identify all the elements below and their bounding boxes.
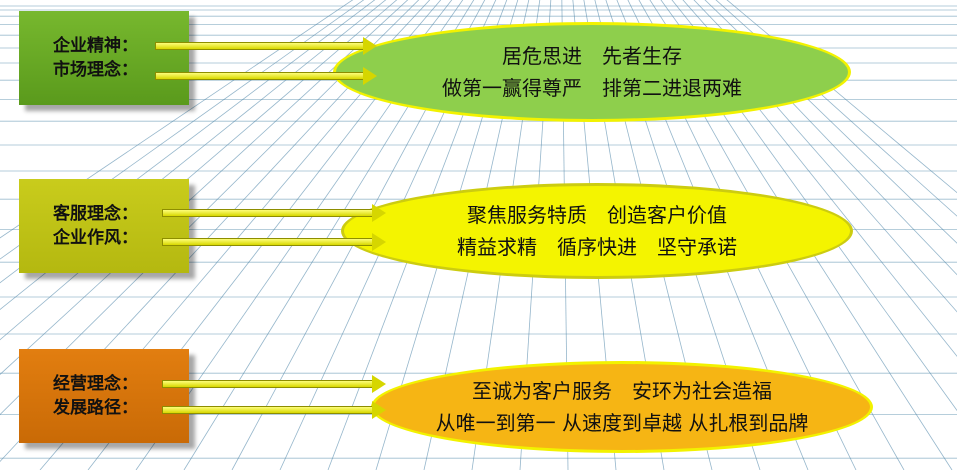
arrow-development-path xyxy=(162,401,386,419)
grid-line xyxy=(0,0,387,310)
grid-line xyxy=(0,0,409,376)
grid-line xyxy=(231,0,486,470)
grid-line xyxy=(660,0,957,412)
grid-line xyxy=(135,0,464,470)
text-business-concept: 至诚为客户服务 安环为社会造福 xyxy=(472,379,772,403)
text-enterprise-style: 精益求精 循序快进 坚守承诺 xyxy=(457,235,737,259)
grid-line xyxy=(0,0,398,341)
grid-line xyxy=(0,0,365,260)
label-business-concept: 经营理念： xyxy=(53,374,138,394)
arrow-market-concept xyxy=(155,67,377,85)
grid-line xyxy=(726,0,957,194)
grid-line xyxy=(671,0,957,357)
label-service-concept: 客服理念： xyxy=(53,204,138,224)
arrow-service-concept xyxy=(162,204,386,222)
grid-line xyxy=(423,0,530,470)
grid-line xyxy=(715,0,957,217)
grid-line xyxy=(649,0,953,470)
arrow-business-concept xyxy=(162,375,386,393)
grid-line xyxy=(183,0,475,470)
label-box-service-style: 客服理念： 企业作风： xyxy=(19,179,189,273)
arrow-enterprise-style xyxy=(162,233,386,251)
grid-line xyxy=(0,0,376,284)
grid-line xyxy=(627,0,857,470)
label-enterprise-spirit: 企业精神： xyxy=(53,36,138,56)
grid-line xyxy=(375,0,519,470)
ellipse-service-style: 聚焦服务特质 创造客户价值 精益求精 循序快进 坚守承诺 xyxy=(341,183,853,279)
label-development-path: 发展路径： xyxy=(53,398,138,418)
arrow-enterprise-spirit xyxy=(155,37,377,55)
grid-line xyxy=(616,0,809,470)
text-development-path: 从唯一到第一 从速度到卓越 从扎根到品牌 xyxy=(435,411,809,435)
text-market-concept: 做第一赢得尊严 排第二进退两难 xyxy=(442,76,742,100)
label-enterprise-style: 企业作风： xyxy=(53,228,138,248)
grid-line xyxy=(327,0,508,470)
label-market-concept: 市场理念： xyxy=(53,60,138,80)
text-enterprise-spirit: 居危思进 先者生存 xyxy=(502,44,682,68)
ellipse-spirit-market: 居危思进 先者生存 做第一赢得尊严 排第二进退两难 xyxy=(333,22,851,122)
text-service-concept: 聚焦服务特质 创造客户价值 xyxy=(467,203,727,227)
grid-line xyxy=(0,0,354,239)
label-box-business-path: 经营理念： 发展路径： xyxy=(19,349,189,443)
grid-line xyxy=(682,0,957,313)
grid-line xyxy=(279,0,497,470)
grid-line xyxy=(638,0,905,470)
grid-line xyxy=(704,0,957,244)
ellipse-business-path: 至诚为客户服务 安环为社会造福 从唯一到第一 从速度到卓越 从扎根到品牌 xyxy=(371,361,873,453)
label-box-spirit-market: 企业精神： 市场理念： xyxy=(19,11,189,105)
grid-line xyxy=(693,0,957,276)
